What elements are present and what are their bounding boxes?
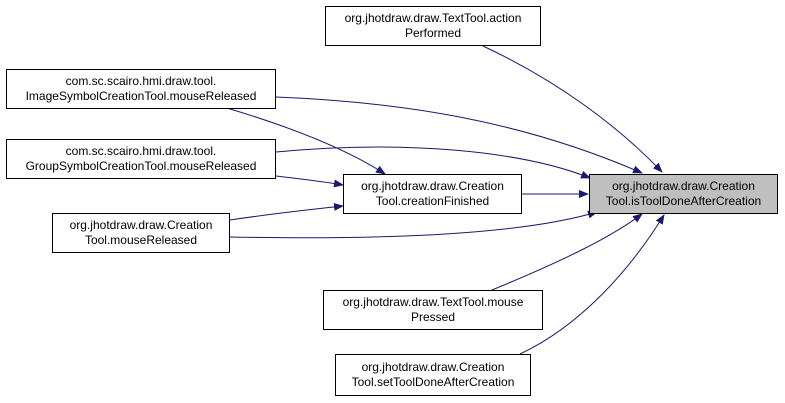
- edge-group-symbol-to-target: [275, 146, 591, 179]
- edge-mouse-released-to-target: [229, 210, 598, 239]
- node-group-symbol-mouse-released[interactable]: com.sc.scairo.hmi.draw.tool. GroupSymbol…: [6, 139, 276, 179]
- node-image-symbol-mouse-released[interactable]: com.sc.scairo.hmi.draw.tool. ImageSymbol…: [6, 69, 276, 109]
- node-label-line2: Tool.creationFinished: [375, 194, 490, 208]
- edge-layer: [219, 45, 665, 355]
- edge-text-action-to-target: [482, 45, 663, 173]
- node-label-line1: org.jhotdraw.draw.Creation: [361, 179, 504, 193]
- node-set-tool-done-after-creation[interactable]: org.jhotdraw.draw.Creation Tool.setToolD…: [335, 354, 531, 396]
- edge-text-mouse-pressed-to-target: [491, 213, 643, 291]
- node-label-line2: GroupSymbolCreationTool.mouseReleased: [25, 159, 257, 173]
- node-label-line1: org.jhotdraw.draw.TextTool.mouse: [342, 295, 524, 309]
- node-label-line1: org.jhotdraw.draw.Creation: [361, 360, 505, 374]
- edge-mouse-released-to-creation-finished: [229, 202, 344, 221]
- node-label-line1: org.jhotdraw.draw.TextTool.action: [344, 11, 522, 25]
- node-label-line1: org.jhotdraw.draw.Creation: [69, 218, 213, 232]
- edge-group-symbol-to-creation-finished: [275, 175, 344, 188]
- node-label-line2: Tool.mouseReleased: [84, 233, 198, 247]
- node-creation-finished[interactable]: org.jhotdraw.draw.Creation Tool.creation…: [343, 174, 522, 214]
- node-is-tool-done-after-creation: org.jhotdraw.draw.Creation Tool.isToolDo…: [589, 174, 778, 214]
- node-label-line2: Performed: [404, 26, 462, 40]
- node-label-line1: com.sc.scairo.hmi.draw.tool.: [65, 144, 217, 158]
- node-text-tool-mouse-pressed[interactable]: org.jhotdraw.draw.TextTool.mouse Pressed: [323, 290, 543, 330]
- node-label-line2: Tool.isToolDoneAfterCreation: [605, 194, 762, 208]
- node-label-line1: com.sc.scairo.hmi.draw.tool.: [65, 74, 217, 88]
- node-label-line2: Pressed: [410, 310, 456, 324]
- node-label-line1: org.jhotdraw.draw.Creation: [612, 179, 755, 193]
- node-creation-tool-mouse-released[interactable]: org.jhotdraw.draw.Creation Tool.mouseRel…: [52, 213, 230, 253]
- node-label-line2: ImageSymbolCreationTool.mouseReleased: [25, 89, 257, 103]
- edge-image-symbol-to-creation-finished: [219, 105, 386, 175]
- node-label-line2: Tool.setToolDoneAfterCreation: [351, 375, 515, 389]
- edge-image-symbol-to-target: [275, 96, 643, 174]
- node-text-tool-action-performed[interactable]: org.jhotdraw.draw.TextTool.action Perfor…: [325, 6, 541, 46]
- edge-set-tool-done-to-target: [519, 214, 665, 355]
